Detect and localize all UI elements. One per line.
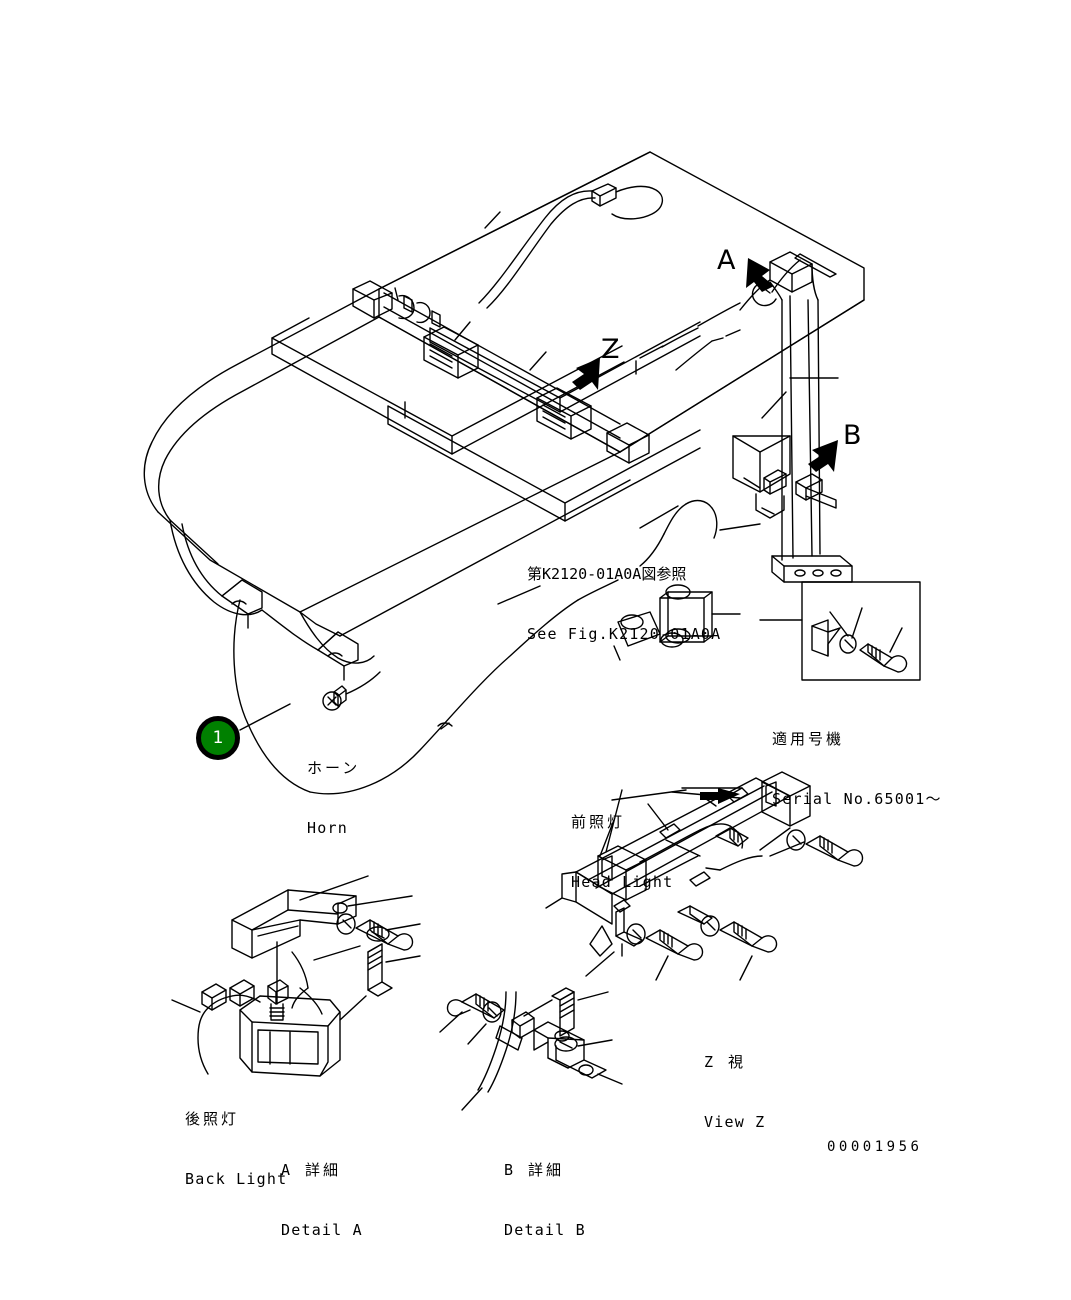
detail-a-assembly — [171, 875, 421, 1077]
section-marker-b-letter: B — [843, 420, 862, 451]
view-z-assembly — [545, 771, 864, 981]
section-arrow-headlight — [700, 788, 740, 804]
label-see-figure-jp: 第K2120-01A0A図参照 — [527, 564, 687, 583]
detail-b-assembly — [439, 987, 623, 1111]
section-marker-a-letter: A — [717, 245, 736, 276]
label-head-light-jp: 前照灯 — [571, 812, 626, 831]
horn-part — [322, 671, 381, 711]
section-marker-a: A — [717, 245, 735, 276]
canopy-front-rails — [169, 519, 375, 681]
label-back-light-en: Back Light — [185, 1170, 288, 1189]
section-arrow-a — [746, 258, 774, 292]
label-back-light-jp: 後照灯 — [185, 1109, 240, 1128]
label-serial-no: 適用号機 Serial No.65001〜 — [772, 689, 942, 850]
label-horn-jp: ホーン — [307, 758, 361, 777]
callout-balloon-1[interactable]: 1 — [196, 716, 240, 760]
canopy-roof-assembly — [143, 151, 865, 637]
callout-leader-lines — [239, 703, 291, 731]
callout-number: 1 — [212, 728, 224, 748]
label-horn: ホーン Horn — [307, 718, 360, 879]
label-detail-b: B 詳細 Detail B — [504, 1120, 586, 1281]
label-serial-no-jp: 適用号機 — [772, 729, 845, 748]
label-head-light: 前照灯 Head Light — [571, 772, 673, 933]
section-marker-b: B — [843, 420, 862, 451]
label-horn-en: Horn — [307, 819, 348, 838]
label-detail-a: A 詳細 Detail A — [281, 1120, 363, 1281]
label-view-z-en: View Z — [704, 1113, 766, 1132]
label-see-figure: 第K2120-01A0A図参照 See Fig.K2120-01A0A — [527, 524, 721, 685]
section-arrow-b — [808, 440, 838, 472]
label-view-z-jp: Z 視 — [704, 1052, 747, 1071]
section-marker-z: Z — [601, 334, 620, 365]
label-serial-no-en: Serial No.65001〜 — [772, 790, 942, 809]
label-see-figure-en: See Fig.K2120-01A0A — [527, 625, 722, 644]
label-detail-b-jp: B 詳細 — [504, 1160, 565, 1179]
label-detail-b-en: Detail B — [504, 1221, 586, 1240]
label-detail-a-en: Detail A — [281, 1221, 363, 1240]
label-view-z: Z 視 View Z — [704, 1012, 765, 1173]
serial-inset-box — [759, 581, 921, 681]
section-marker-z-letter: Z — [601, 334, 620, 365]
canopy-post-assembly — [732, 263, 853, 583]
label-detail-a-jp: A 詳細 — [281, 1160, 342, 1179]
section-arrow-z — [572, 358, 600, 390]
label-head-light-en: Head Light — [571, 873, 674, 892]
label-back-light: 後照灯 Back Light — [185, 1069, 287, 1230]
drawing-number: 00001956 — [827, 1139, 923, 1155]
wiring-harness-main — [233, 499, 741, 795]
